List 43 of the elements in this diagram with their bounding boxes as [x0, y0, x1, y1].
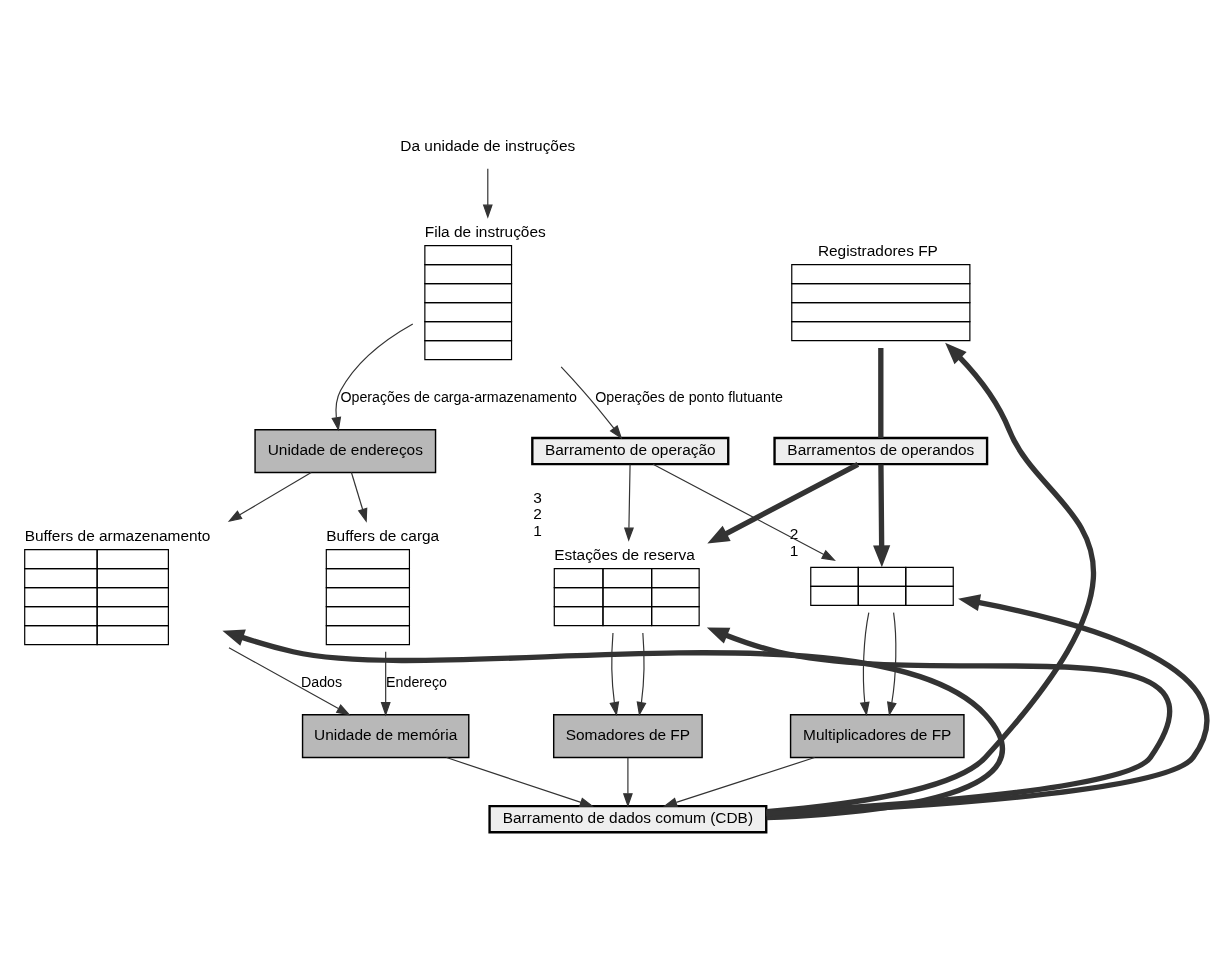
- arrow: [859, 611, 870, 716]
- node-label: 3: [533, 488, 542, 506]
- node-label: 1: [789, 541, 799, 559]
- node-label: 2: [533, 504, 542, 522]
- arrow: [222, 629, 1005, 820]
- node-label: Buffers de armazenamento: [24, 526, 211, 544]
- arrow: [636, 631, 647, 716]
- arrow: [227, 471, 312, 522]
- arrow: [482, 167, 493, 219]
- arrow: [609, 631, 620, 716]
- node-box: Barramento de dados comum (CDB): [488, 804, 768, 833]
- node-box: Barramentos de operandos: [773, 436, 989, 465]
- edge-label: Endereço: [386, 673, 448, 690]
- arrow: [560, 365, 623, 439]
- node-label: Estações de reserva: [554, 545, 695, 563]
- arrow: [445, 756, 594, 807]
- node-label: 1: [533, 521, 542, 539]
- arrow: [766, 593, 1209, 816]
- arrow: [622, 756, 633, 807]
- connector: [878, 347, 884, 438]
- arrow: [350, 471, 368, 523]
- edge-label: Operações de carga-armazenamento: [340, 388, 577, 405]
- arrow: [228, 646, 351, 715]
- arrow: [652, 463, 836, 561]
- node-label: Buffers de carga: [326, 526, 440, 544]
- node-box: Multiplicadores de FP: [789, 713, 965, 758]
- edge-label: Dados: [300, 673, 343, 690]
- arrow: [623, 463, 634, 542]
- node-label: 2: [789, 524, 799, 542]
- node-label: Registradores FP: [817, 241, 938, 259]
- node-box: Unidade de endereços: [254, 428, 437, 473]
- arrow: [707, 461, 860, 543]
- arrow: [873, 464, 891, 567]
- node-box: Barramento de operação: [531, 436, 730, 465]
- node-box: Unidade de memória: [301, 713, 470, 758]
- arrow: [662, 756, 816, 807]
- edge-label: Operações de ponto flutuante: [595, 388, 783, 405]
- arrow: [380, 650, 391, 716]
- node-label: Fila de instruções: [424, 222, 546, 240]
- node-text: Da unidade de instruções: [400, 136, 576, 154]
- arrow: [887, 611, 897, 716]
- arrow: [331, 322, 414, 431]
- node-box: Somadores de FP: [553, 713, 703, 758]
